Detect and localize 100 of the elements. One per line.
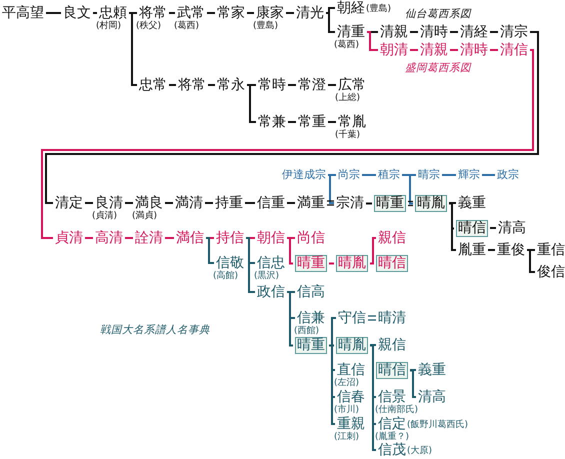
lineage-line <box>328 174 336 176</box>
source-label: 盛岡葛西系図 <box>405 61 471 75</box>
lineage-line <box>206 237 214 264</box>
lineage-line <box>370 237 376 264</box>
boxed-name: 晴胤 <box>415 195 447 212</box>
boxed-name: 晴信 <box>376 362 408 379</box>
person-name: 武常 <box>177 5 205 21</box>
lineage-line <box>450 49 458 51</box>
lineage-line <box>45 31 539 204</box>
boxed-name: 晴信 <box>376 255 408 272</box>
boxed-name: 晴胤 <box>336 337 368 354</box>
person-name: 清親 <box>420 42 448 58</box>
person-name: 伊達成宗 <box>282 167 326 183</box>
lineage-line <box>370 262 374 264</box>
annotation-text: (葛西) <box>334 40 360 51</box>
person-name: 清経 <box>460 24 488 40</box>
lineage-line <box>482 174 495 176</box>
person-name: 常永 <box>217 77 245 93</box>
person-name: 信景 <box>378 389 406 405</box>
person-name: 信兼 <box>297 310 325 326</box>
person-name: 朝経 <box>337 0 365 16</box>
annotation-text: (左沼) <box>334 378 360 389</box>
person-name: 信定 <box>378 416 406 432</box>
boxed-name: 晴重 <box>295 337 327 354</box>
lineage-line <box>288 121 296 123</box>
lineage-line <box>165 237 174 239</box>
person-name: 常兼 <box>258 114 286 130</box>
person-name: 貞清 <box>55 230 83 246</box>
person-name: 胤重 <box>458 242 486 258</box>
person-name: 信忠 <box>257 255 285 271</box>
lineage-line <box>450 31 458 33</box>
lineage-line <box>165 202 173 204</box>
annotation-text: (黒沢) <box>254 271 280 282</box>
person-name: 清宗 <box>500 24 528 40</box>
lineage-line <box>287 202 295 204</box>
person-name: 常重 <box>298 114 326 130</box>
annotation-text: (豊島) <box>366 4 392 15</box>
lineage-line <box>287 237 293 264</box>
person-name: 持信 <box>216 230 244 246</box>
boxed-name: 晴胤 <box>336 255 368 272</box>
person-name: 良文 <box>63 5 91 21</box>
person-name: 平高望 <box>2 5 44 21</box>
person-name: 清時 <box>420 24 448 40</box>
lineage-line <box>93 12 97 14</box>
lineage-line <box>490 227 496 229</box>
person-name: 尚宗 <box>338 167 360 183</box>
person-name: 常時 <box>258 77 286 93</box>
lineage-line <box>490 49 498 51</box>
person-name: 清重 <box>337 24 365 40</box>
annotation-text: (豊島) <box>253 21 278 32</box>
person-name: 俊信 <box>537 264 565 280</box>
person-name: 朝信 <box>257 230 285 246</box>
lineage-line <box>125 202 133 204</box>
person-name: 親信 <box>378 230 406 246</box>
annotation-text: (胤重？) <box>375 432 410 442</box>
person-name: 清親 <box>380 24 408 40</box>
person-name: 詮清 <box>135 230 163 246</box>
lineage-line <box>288 84 296 86</box>
boxed-name: 晴重 <box>374 195 406 212</box>
lineage-line <box>407 200 414 206</box>
person-name: 晴宗 <box>418 167 440 183</box>
lineage-line <box>410 31 418 33</box>
person-name: 朝清 <box>380 42 408 58</box>
lineage-line <box>125 237 133 239</box>
person-name: 親信 <box>378 337 406 353</box>
lineage-line <box>169 12 175 14</box>
lineage-line <box>245 202 255 204</box>
lineage-line <box>328 84 336 86</box>
boxed-name: 晴重 <box>295 255 327 272</box>
lineage-line <box>367 315 377 321</box>
annotation-text: (西館) <box>294 326 320 337</box>
person-name: 清時 <box>460 42 488 58</box>
person-name: 満重 <box>297 195 325 211</box>
lineage-line <box>247 84 256 123</box>
person-name: 常家 <box>217 5 245 21</box>
lineage-line <box>326 200 335 206</box>
person-name: 清高 <box>418 389 446 405</box>
lineage-line <box>85 237 93 239</box>
lineage-line <box>410 370 416 398</box>
person-name: 満清 <box>175 195 203 211</box>
annotation-text: (江刺) <box>334 432 360 443</box>
lineage-line <box>328 174 334 204</box>
lineage-line <box>129 12 137 86</box>
lineage-line <box>488 249 495 251</box>
annotation-text: (満貞) <box>132 211 158 222</box>
lineage-line <box>247 12 254 14</box>
lineage-line <box>527 249 535 273</box>
lineage-line <box>410 49 418 51</box>
annotation-text: (高館) <box>213 271 238 282</box>
lineage-line <box>362 174 376 176</box>
person-name: 清高 <box>498 220 526 236</box>
person-name: 将常 <box>178 77 206 93</box>
annotation-text: (飯野川葛西氏) <box>407 420 468 431</box>
person-name: 広常 <box>338 77 366 93</box>
lineage-line <box>449 202 456 204</box>
person-name: 将常 <box>139 5 167 21</box>
lineage-line <box>208 84 215 86</box>
person-name: 満良 <box>135 195 163 211</box>
person-name: 満信 <box>176 230 204 246</box>
source-label: 仙台葛西系図 <box>405 7 471 21</box>
